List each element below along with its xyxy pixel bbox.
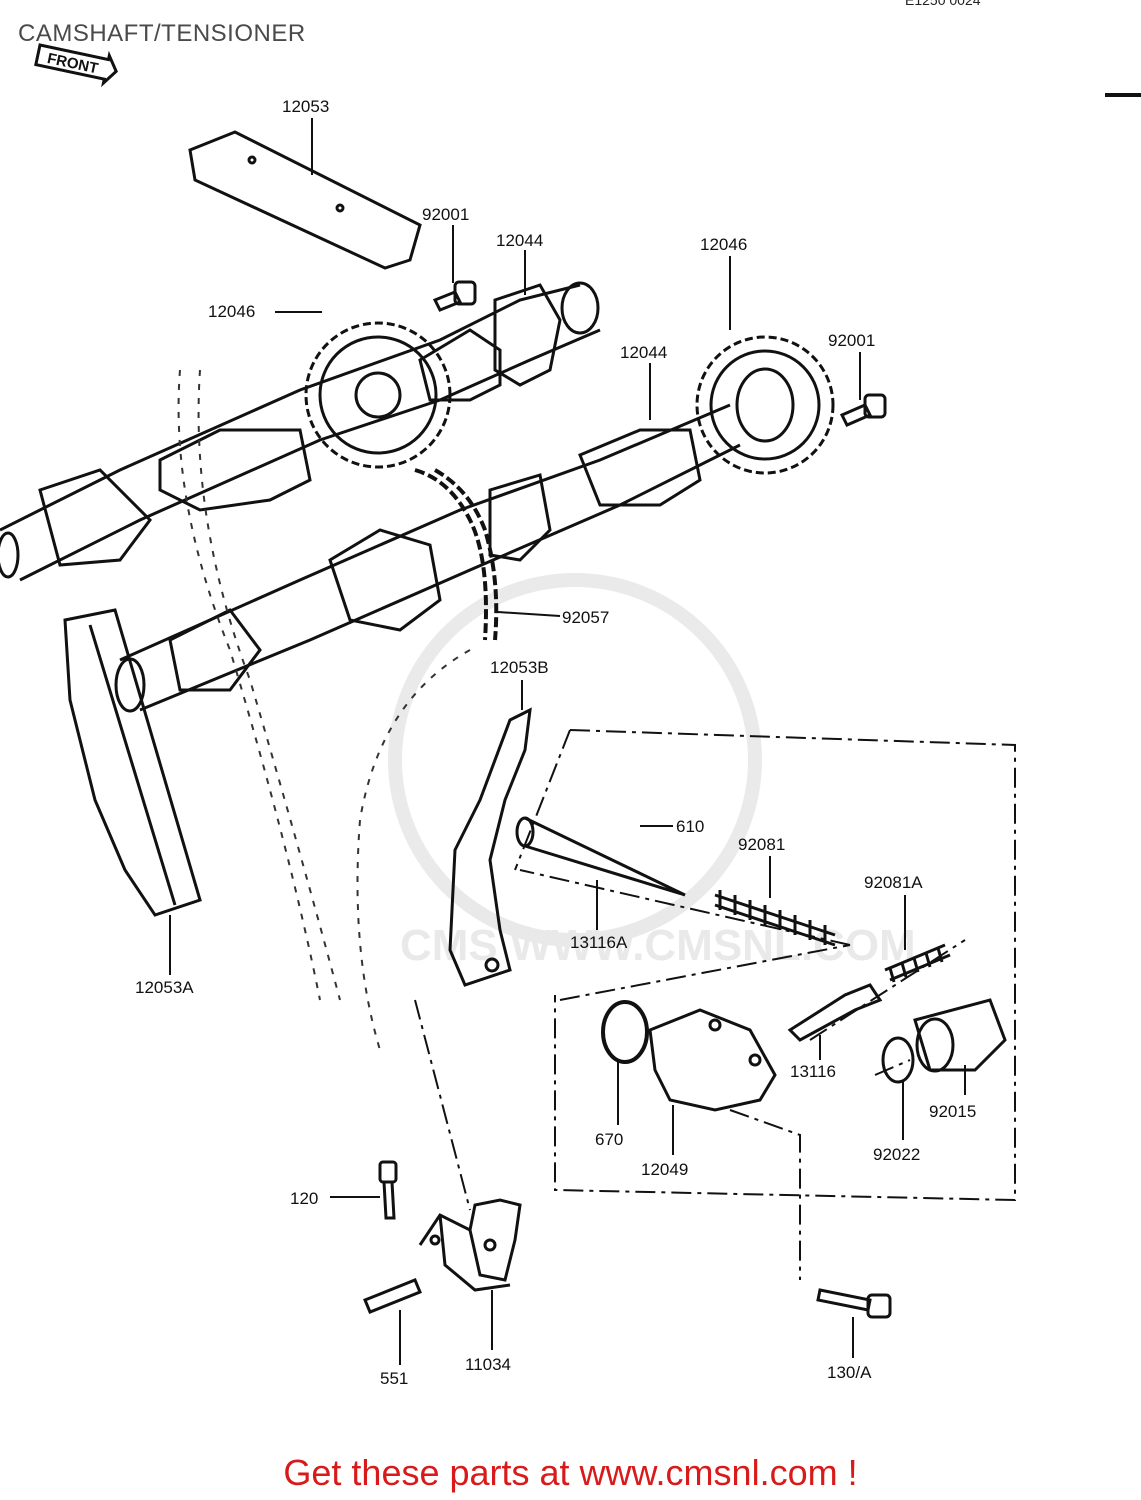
chain-guide-left xyxy=(63,608,202,917)
chain-guide-upper xyxy=(188,130,422,270)
callout-12053: 12053 xyxy=(282,97,329,116)
spring-92081A xyxy=(884,943,951,983)
callout-130A: 130/A xyxy=(827,1363,872,1382)
callout-92081: 92081 xyxy=(738,835,785,854)
plunger-13116 xyxy=(787,983,883,1042)
callout-670: 670 xyxy=(595,1130,623,1149)
callout-120: 120 xyxy=(290,1189,318,1208)
camshaft-upper xyxy=(0,281,601,582)
assembly-leaders xyxy=(414,939,966,1280)
callout-12046-right: 12046 xyxy=(700,235,747,254)
sprocket-right xyxy=(695,335,835,475)
bolt-130A xyxy=(816,1288,892,1319)
shop-link[interactable]: Get these parts at www.cmsnl.com ! xyxy=(283,1452,858,1493)
callout-13116: 13116 xyxy=(790,1062,836,1081)
front-arrow-icon: FRONT xyxy=(34,43,118,88)
callout-11034: 11034 xyxy=(465,1355,511,1374)
callout-92022: 92022 xyxy=(873,1145,920,1164)
bolt-92001-right xyxy=(839,393,887,427)
callout-leaders xyxy=(169,118,966,1365)
cam-chain xyxy=(414,468,499,641)
callout-12046-left: 12046 xyxy=(208,302,255,321)
bolt-92001-upper xyxy=(432,280,477,312)
spring-92081 xyxy=(714,890,836,947)
callout-12044-upper: 12044 xyxy=(496,231,543,250)
callout-92057: 92057 xyxy=(562,608,609,627)
watermark-text: CMS WWW.CMSNL.COM xyxy=(400,921,916,970)
callout-92001-upper: 92001 xyxy=(422,205,469,224)
assembly-frame xyxy=(514,729,1016,1202)
callout-92001-right: 92001 xyxy=(828,331,875,350)
callout-610: 610 xyxy=(676,817,704,836)
bolt-120 xyxy=(378,1160,398,1220)
sprocket-left xyxy=(304,321,452,469)
callout-12053A: 12053A xyxy=(135,978,194,997)
cap-92015 xyxy=(913,998,1007,1073)
pin-551 xyxy=(363,1278,422,1314)
camshaft-lower xyxy=(114,403,741,713)
diagram-code: E1250 0024 xyxy=(905,0,981,8)
tensioner-guide xyxy=(448,707,532,987)
page-title: CAMSHAFT/TENSIONER xyxy=(18,20,306,47)
callout-12044-lower: 12044 xyxy=(620,343,667,362)
callout-12053B: 12053B xyxy=(490,658,549,677)
callout-12049: 12049 xyxy=(641,1160,688,1179)
callout-551: 551 xyxy=(380,1369,408,1388)
watermark: CMS WWW.CMSNL.COM xyxy=(388,573,916,970)
footer-banner: Get these parts at www.cmsnl.com ! xyxy=(0,1452,1141,1494)
washer-92022 xyxy=(881,1036,915,1084)
callout-13116A: 13116A xyxy=(570,933,628,952)
chain-dashed-outline xyxy=(177,369,471,1051)
tensioner-body xyxy=(648,1008,777,1112)
bracket-11034 xyxy=(418,1198,522,1292)
callout-92015: 92015 xyxy=(929,1102,976,1121)
callout-92081A: 92081A xyxy=(864,873,923,892)
tensioner-rod xyxy=(515,816,686,897)
o-ring-670 xyxy=(601,1000,649,1064)
